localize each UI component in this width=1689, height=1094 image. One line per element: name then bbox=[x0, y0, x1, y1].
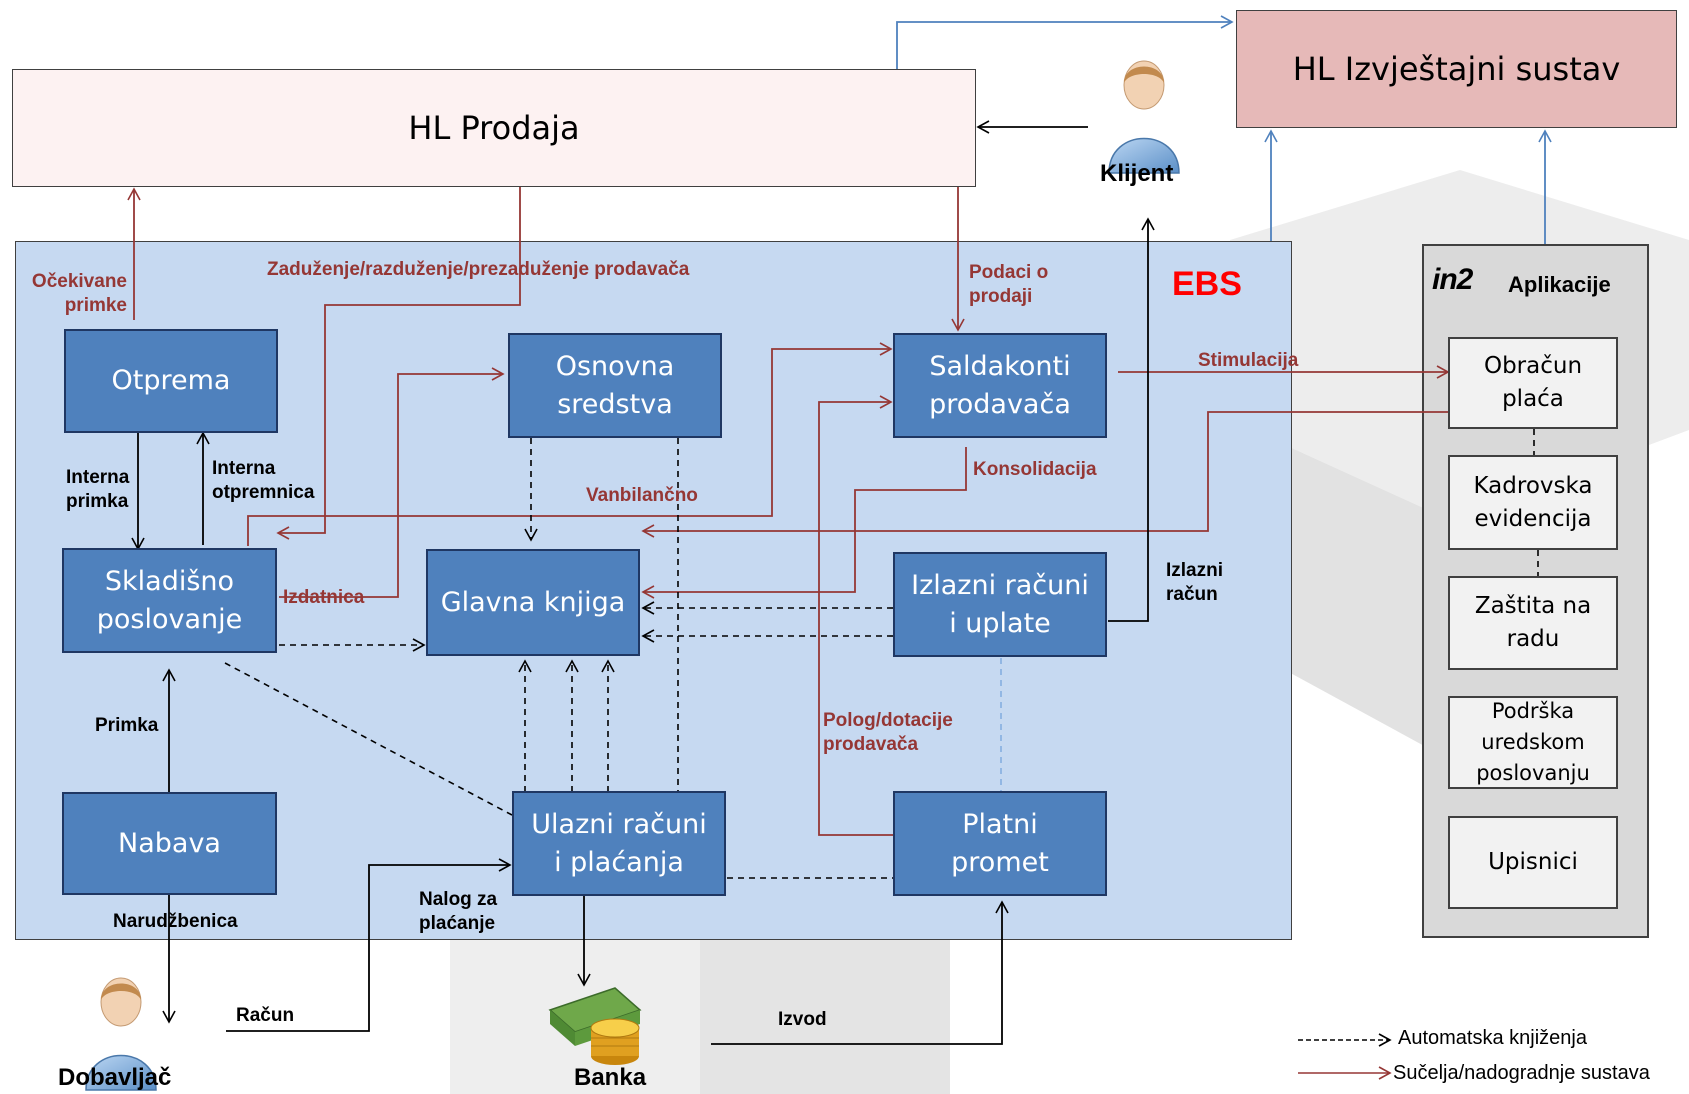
otprema-module: Otprema bbox=[64, 329, 278, 433]
label-polog-dotacije: Polog/dotacije prodavača bbox=[823, 710, 953, 755]
klijent-label: Klijent bbox=[1100, 160, 1174, 187]
hl-prodaja-box: HL Prodaja bbox=[12, 69, 976, 187]
label-interna-otpremnica: Interna otpremnica bbox=[212, 458, 315, 503]
izlazni-racuni-module: Izlazni računi i uplate bbox=[893, 552, 1107, 657]
saldakonti-prodavaca-module: Saldakonti prodavača bbox=[893, 333, 1107, 438]
dobavljac-label: Dobavljač bbox=[58, 1064, 172, 1091]
data-flow-lines bbox=[131, 120, 1155, 1045]
in2-logo: in2 bbox=[1432, 263, 1473, 296]
app-zastita-na-radu: Zaštita na radu bbox=[1448, 576, 1618, 670]
label-izvod: Izvod bbox=[778, 1009, 827, 1030]
person-icon bbox=[1108, 60, 1180, 174]
hl-izvjestajni-sustav-box: HL Izvještajni sustav bbox=[1236, 10, 1677, 128]
app-obracun-placa: Obračun plaća bbox=[1448, 337, 1618, 429]
label-primka: Primka bbox=[95, 715, 159, 736]
label-vanbilancno: Vanbilančno bbox=[586, 485, 698, 506]
nabava-module: Nabava bbox=[62, 792, 277, 895]
legend-sucelja-nadogradnje: Sučelja/nadogradnje sustava bbox=[1393, 1062, 1650, 1084]
label-izlazni-racun: Izlazni račun bbox=[1166, 560, 1224, 605]
money-icon bbox=[548, 987, 642, 1065]
label-podaci-o-prodaji: Podaci o prodaji bbox=[969, 262, 1049, 307]
person-icon bbox=[85, 977, 157, 1091]
label-izdatnica: Izdatnica bbox=[283, 587, 365, 608]
ebs-title: EBS bbox=[1172, 265, 1242, 303]
in2-aplikacije-title: Aplikacije bbox=[1508, 272, 1611, 297]
app-podrska-uredskom-poslovanju: Podrška uredskom poslovanju bbox=[1448, 696, 1618, 789]
interface-lines bbox=[127, 187, 1450, 836]
glavna-knjiga-module: Glavna knjiga bbox=[426, 549, 640, 656]
banka-label: Banka bbox=[574, 1064, 647, 1091]
label-nalog-za-placanje: Nalog za plaćanje bbox=[419, 889, 498, 934]
report-lines bbox=[896, 15, 1552, 244]
ulazni-racuni-module: Ulazni računi i plaćanja bbox=[512, 791, 726, 896]
label-interna-primka: Interna primka bbox=[66, 467, 130, 512]
label-zaduzenje: Zaduženje/razduženje/prezaduženje prodav… bbox=[267, 259, 690, 280]
automatic-posting-lines bbox=[224, 429, 1539, 879]
label-stimulacija: Stimulacija bbox=[1198, 350, 1299, 371]
label-narudzbenica: Narudžbenica bbox=[113, 911, 238, 932]
app-kadrovska-evidencija: Kadrovska evidencija bbox=[1448, 455, 1618, 550]
label-racun: Račun bbox=[236, 1005, 295, 1026]
app-upisnici: Upisnici bbox=[1448, 816, 1618, 909]
platni-promet-module: Platni promet bbox=[893, 791, 1107, 896]
label-konsolidacija: Konsolidacija bbox=[973, 459, 1097, 480]
osnovna-sredstva-module: Osnovna sredstva bbox=[508, 333, 722, 438]
legend-automatska-knjizenja: Automatska knjiženja bbox=[1398, 1027, 1587, 1049]
label-ocekivane-primke: Očekivane primke bbox=[31, 271, 127, 316]
skladisno-poslovanje-module: Skladišno poslovanje bbox=[62, 548, 277, 653]
